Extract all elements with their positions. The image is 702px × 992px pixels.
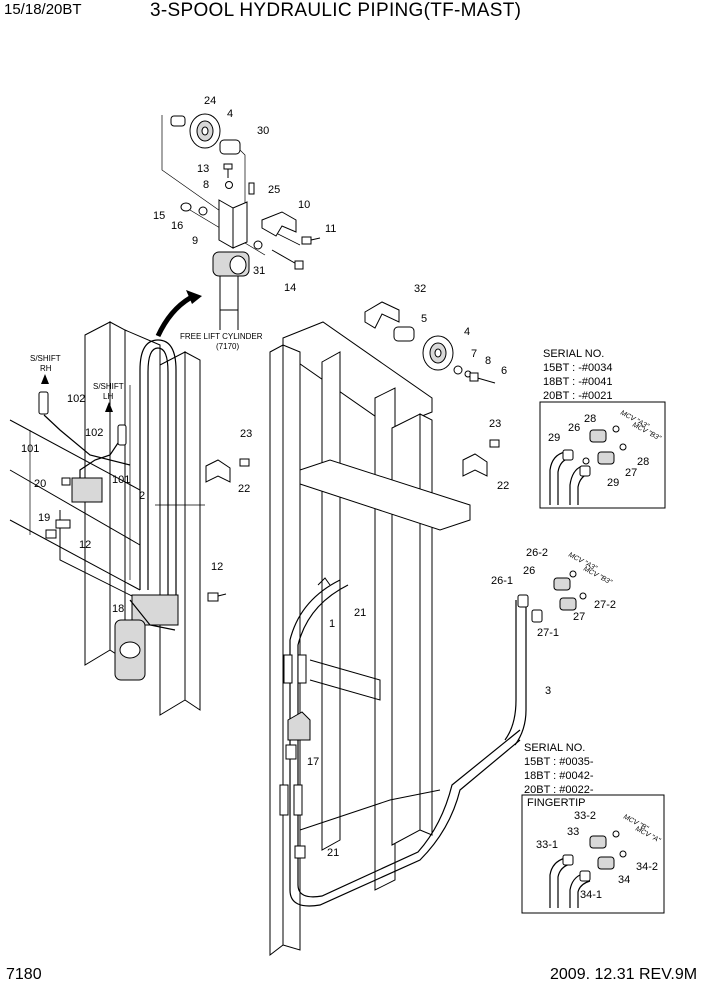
callout: 102 [85,427,103,439]
callout: 32 [414,283,426,295]
callout: 5 [421,313,427,325]
callout: 26-2 [526,547,548,559]
callout: 22 [497,480,509,492]
callout: 8 [203,179,209,191]
callout: 21 [327,847,339,859]
serial-lower-callouts: 33-2 33 33-1 34-2 34 34-1 [536,810,658,901]
callout: 26 [523,565,535,577]
callout: 1 [329,618,335,630]
callout: 27-2 [594,599,616,611]
callout: 3 [545,685,551,697]
callout: 4 [227,108,233,120]
mcv-b3-label: MCV "B3" [582,566,613,587]
sshift-rh-label: S/SHIFT [30,354,61,363]
serial-line: 15BT : #0035- [524,756,594,768]
callout: 27 [573,611,585,623]
serial-upper-callouts: 28 26 29 27 28 29 [548,413,649,489]
callout: 12 [79,539,91,551]
callout: 34-2 [636,861,658,873]
sshift-rh-sub: RH [40,364,52,373]
free-lift-cylinder-ref: (7170) [216,342,239,351]
callout: 33 [567,826,579,838]
callout: 21 [354,607,366,619]
callout: 26-1 [491,575,513,587]
callout: 34 [618,874,630,886]
callout: 20 [34,478,46,490]
callout: 16 [171,220,183,232]
free-lift-cylinder-label: FREE LIFT CYLINDER [180,332,263,341]
serial-line: 20BT : #0022- [524,784,594,796]
left-callouts: 102 102 101 101 20 19 12 2 23 22 12 18 [21,393,252,615]
serial-heading: SERIAL NO. [543,348,604,360]
callout: 14 [284,282,296,294]
fingertip-label: FINGERTIP [527,797,585,809]
callout: 27-1 [537,627,559,639]
callout: 33-1 [536,839,558,851]
center-callouts: 32 5 4 7 8 6 23 22 21 1 3 17 21 [307,283,551,859]
callout: 19 [38,512,50,524]
callout: 8 [485,355,491,367]
callout: 29 [607,477,619,489]
callout: 11 [325,223,336,235]
callout: 24 [204,95,216,107]
callout: 27 [625,467,637,479]
callout: 28 [584,413,596,425]
callout: 9 [192,235,198,247]
serial-line: 15BT : -#0034 [543,362,613,374]
revision-date: 2009. 12.31 REV.9M [550,966,698,983]
serial-mid-callouts: 26-2 26 26-1 27-2 27 27-1 [491,547,616,639]
serial-upper-detail: SERIAL NO. 15BT : -#0034 18BT : -#0041 2… [539,348,666,509]
serial-mid-detail: MCV "A3" MCV "B3" [517,552,613,623]
callout: 30 [257,125,269,137]
callout: 15 [153,210,165,222]
callout: 26 [568,422,580,434]
left-labels: S/SHIFT RH S/SHIFT LH [30,354,124,412]
callout: 34-1 [580,889,602,901]
page-number: 7180 [6,966,42,983]
callout: 4 [464,326,470,338]
callout: 12 [211,561,223,573]
top-exploded-assembly [155,113,321,338]
callout: 18 [112,603,124,615]
page-title: 3-SPOOL HYDRAULIC PIPING(TF-MAST) [150,0,522,21]
callout: 17 [307,756,319,768]
callout: 102 [67,393,85,405]
model-code: 15/18/20BT [4,1,82,18]
callout: 10 [298,199,310,211]
callout: 23 [240,428,252,440]
sshift-lh-label: S/SHIFT [93,382,124,391]
serial-line: 20BT : -#0021 [543,390,613,402]
callout: 31 [253,265,265,277]
sshift-lh-sub: LH [103,392,113,401]
callout: 22 [238,483,250,495]
top-callouts: 24 4 30 13 8 25 15 16 10 11 9 31 14 [153,95,336,294]
serial-line: 18BT : #0042- [524,770,594,782]
callout: 29 [548,432,560,444]
callout: 33-2 [574,810,596,822]
callout: 101 [112,474,130,486]
serial-lower-detail: SERIAL NO. 15BT : #0035- 18BT : #0042- 2… [521,742,665,914]
callout: 23 [489,418,501,430]
serial-heading: SERIAL NO. [524,742,585,754]
callout: 101 [21,443,39,455]
left-mast-assembly [9,321,250,716]
callout: 28 [637,456,649,468]
callout: 2 [139,490,145,502]
center-mast-assembly [269,301,527,957]
callout: 6 [501,365,507,377]
callout: 13 [197,163,209,175]
serial-line: 18BT : -#0041 [543,376,613,388]
callout: 25 [268,184,280,196]
callout: 7 [471,348,477,360]
